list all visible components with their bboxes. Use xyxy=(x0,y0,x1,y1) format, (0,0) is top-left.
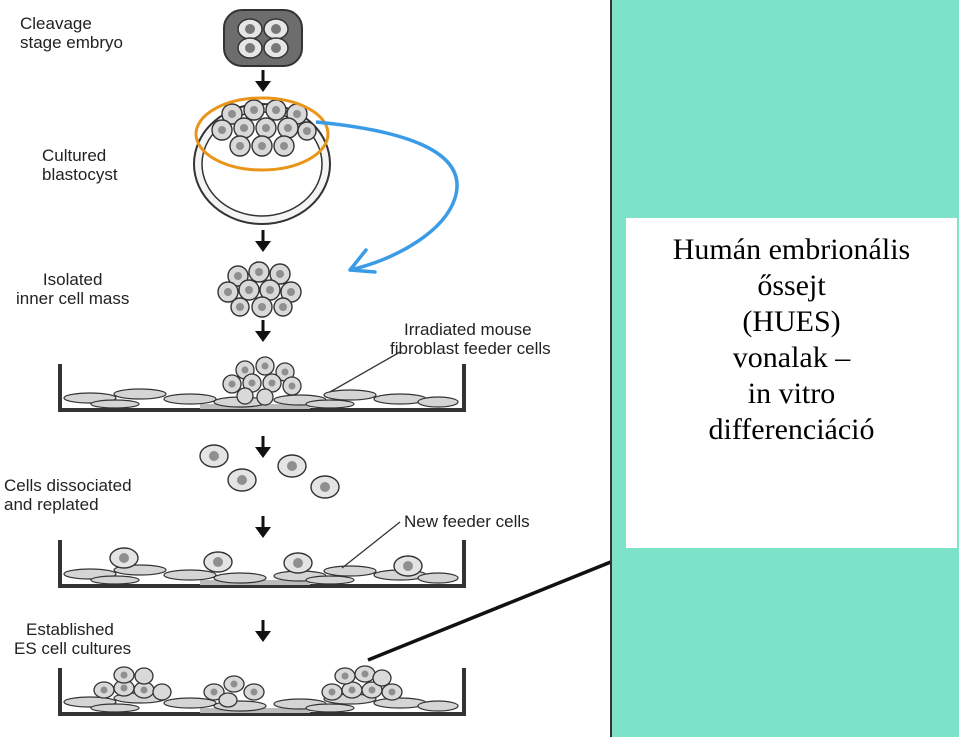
callout-line: differenciáció xyxy=(708,413,875,446)
callout-text-box: Humán embrionális őssejt (HUES) vonalak … xyxy=(626,218,957,548)
callout-line: (HUES) xyxy=(742,305,841,338)
callout-line: vonalak – xyxy=(732,341,851,374)
label-new-feeder: New feeder cells xyxy=(404,512,530,531)
culture-dish-3 xyxy=(58,665,466,716)
dissociated-cells xyxy=(199,444,340,499)
callout-line: őssejt xyxy=(757,269,826,302)
culture-dish-1 xyxy=(58,351,466,412)
cleavage-embryo xyxy=(223,9,303,67)
blastocyst xyxy=(193,96,331,225)
callout-line: in vitro xyxy=(747,377,836,410)
culture-dish-2 xyxy=(58,521,466,588)
callout-line: Humán embrionális xyxy=(672,233,911,266)
down-arrow-icons xyxy=(255,70,271,642)
blue-curved-arrow xyxy=(315,120,459,274)
orange-ring xyxy=(194,96,330,172)
inner-cell-mass xyxy=(217,261,302,318)
